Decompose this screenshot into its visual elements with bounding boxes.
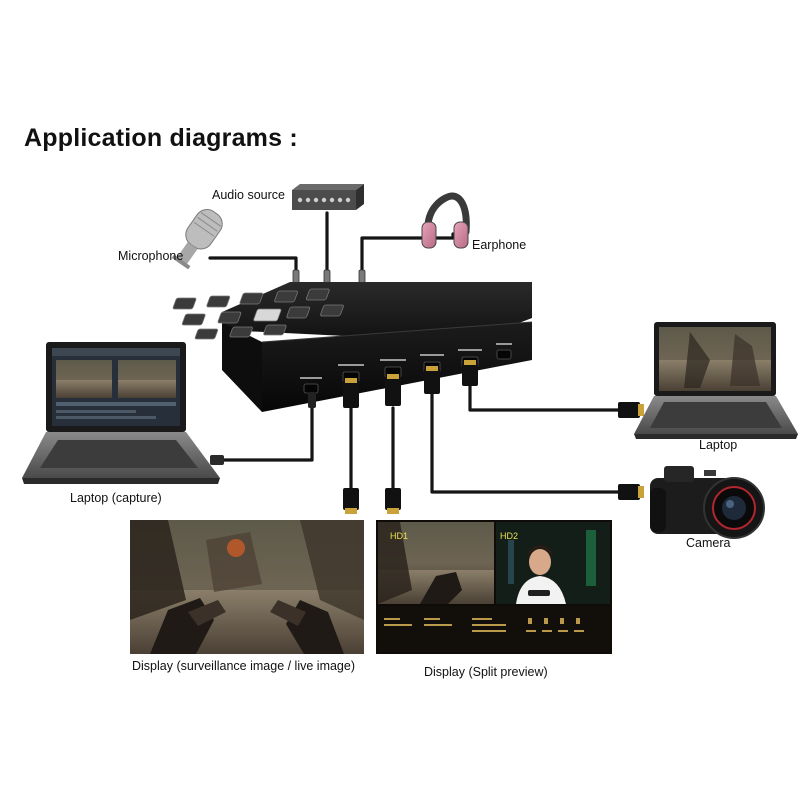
- hdmi-camera-cable: [430, 390, 622, 494]
- label-laptop-capture: Laptop (capture): [70, 491, 162, 505]
- display-split-screen: [376, 520, 612, 654]
- cables: [208, 211, 622, 494]
- device-buttons: [172, 288, 344, 340]
- hdmi-plugs-display: [210, 402, 644, 514]
- label-camera: Camera: [686, 536, 731, 550]
- microphone-cable: [208, 256, 298, 284]
- laptop-right-device: [634, 322, 798, 439]
- label-audio-source: Audio source: [212, 188, 285, 202]
- split-badge-hd2: HD2: [500, 531, 518, 541]
- label-laptop: Laptop: [699, 438, 738, 452]
- microphone-device: [171, 209, 223, 270]
- hdmi-laptop-cable: [468, 383, 622, 412]
- usb-capture-cable: [220, 403, 314, 462]
- label-earphone: Earphone: [472, 238, 527, 252]
- display-live-screen: [130, 520, 364, 654]
- hdmi-plugs-device: [308, 360, 478, 408]
- audio-source-device: [292, 184, 364, 210]
- label-display-live: Display (surveillance image / live image…: [132, 659, 355, 673]
- split-badge-hd1: HD1: [390, 531, 408, 541]
- diagram-title: Application diagrams :: [24, 124, 298, 152]
- earphone-cable: [360, 232, 455, 284]
- laptop-capture-device: [22, 342, 220, 484]
- earphone-device: [421, 192, 470, 249]
- camera-device: [650, 466, 765, 539]
- label-microphone: Microphone: [118, 249, 184, 263]
- label-display-split: Display (Split preview): [424, 665, 548, 679]
- switcher-device: [172, 282, 533, 412]
